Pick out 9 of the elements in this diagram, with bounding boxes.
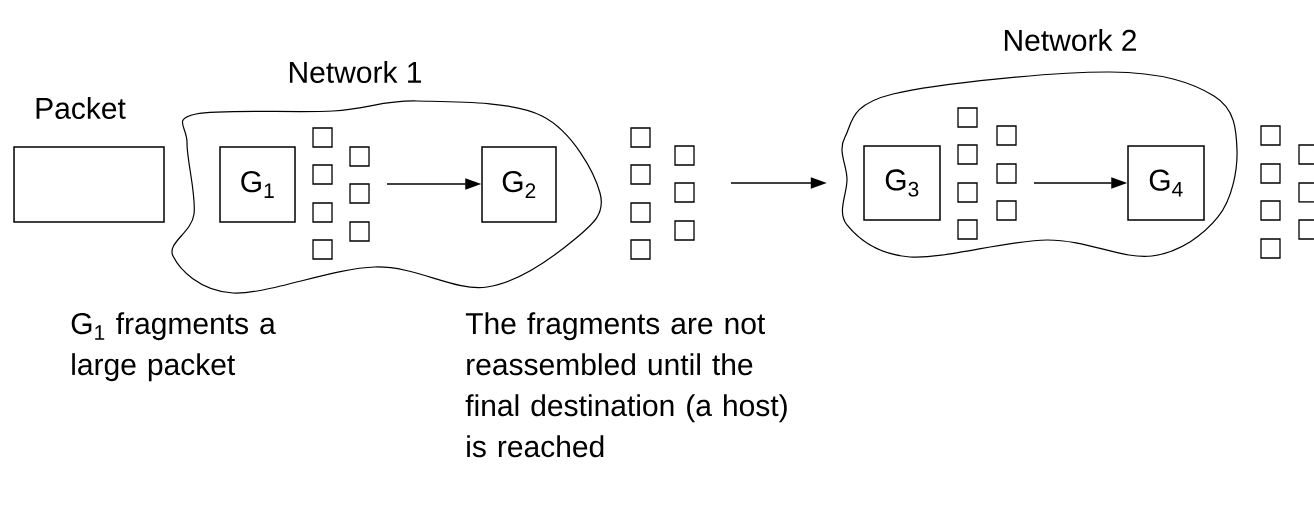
gateway-box: G$_{1}$ — [219, 146, 296, 223]
note-text: G$_{1}$ fragments a large packet — [71, 312, 276, 382]
gateway-box: G$_{2}$ — [481, 146, 557, 223]
network-label: Network 2 — [1004, 29, 1136, 51]
gateway-box: G$_{3}$ — [863, 145, 941, 221]
network-label: Network 1 — [289, 61, 422, 83]
note-text: The fragments are not reassembled until the final destination (a host) is reached — [465, 312, 787, 458]
gateway-box: G$_{4}$ — [1127, 145, 1205, 221]
packet-label: Packet — [36, 97, 126, 119]
